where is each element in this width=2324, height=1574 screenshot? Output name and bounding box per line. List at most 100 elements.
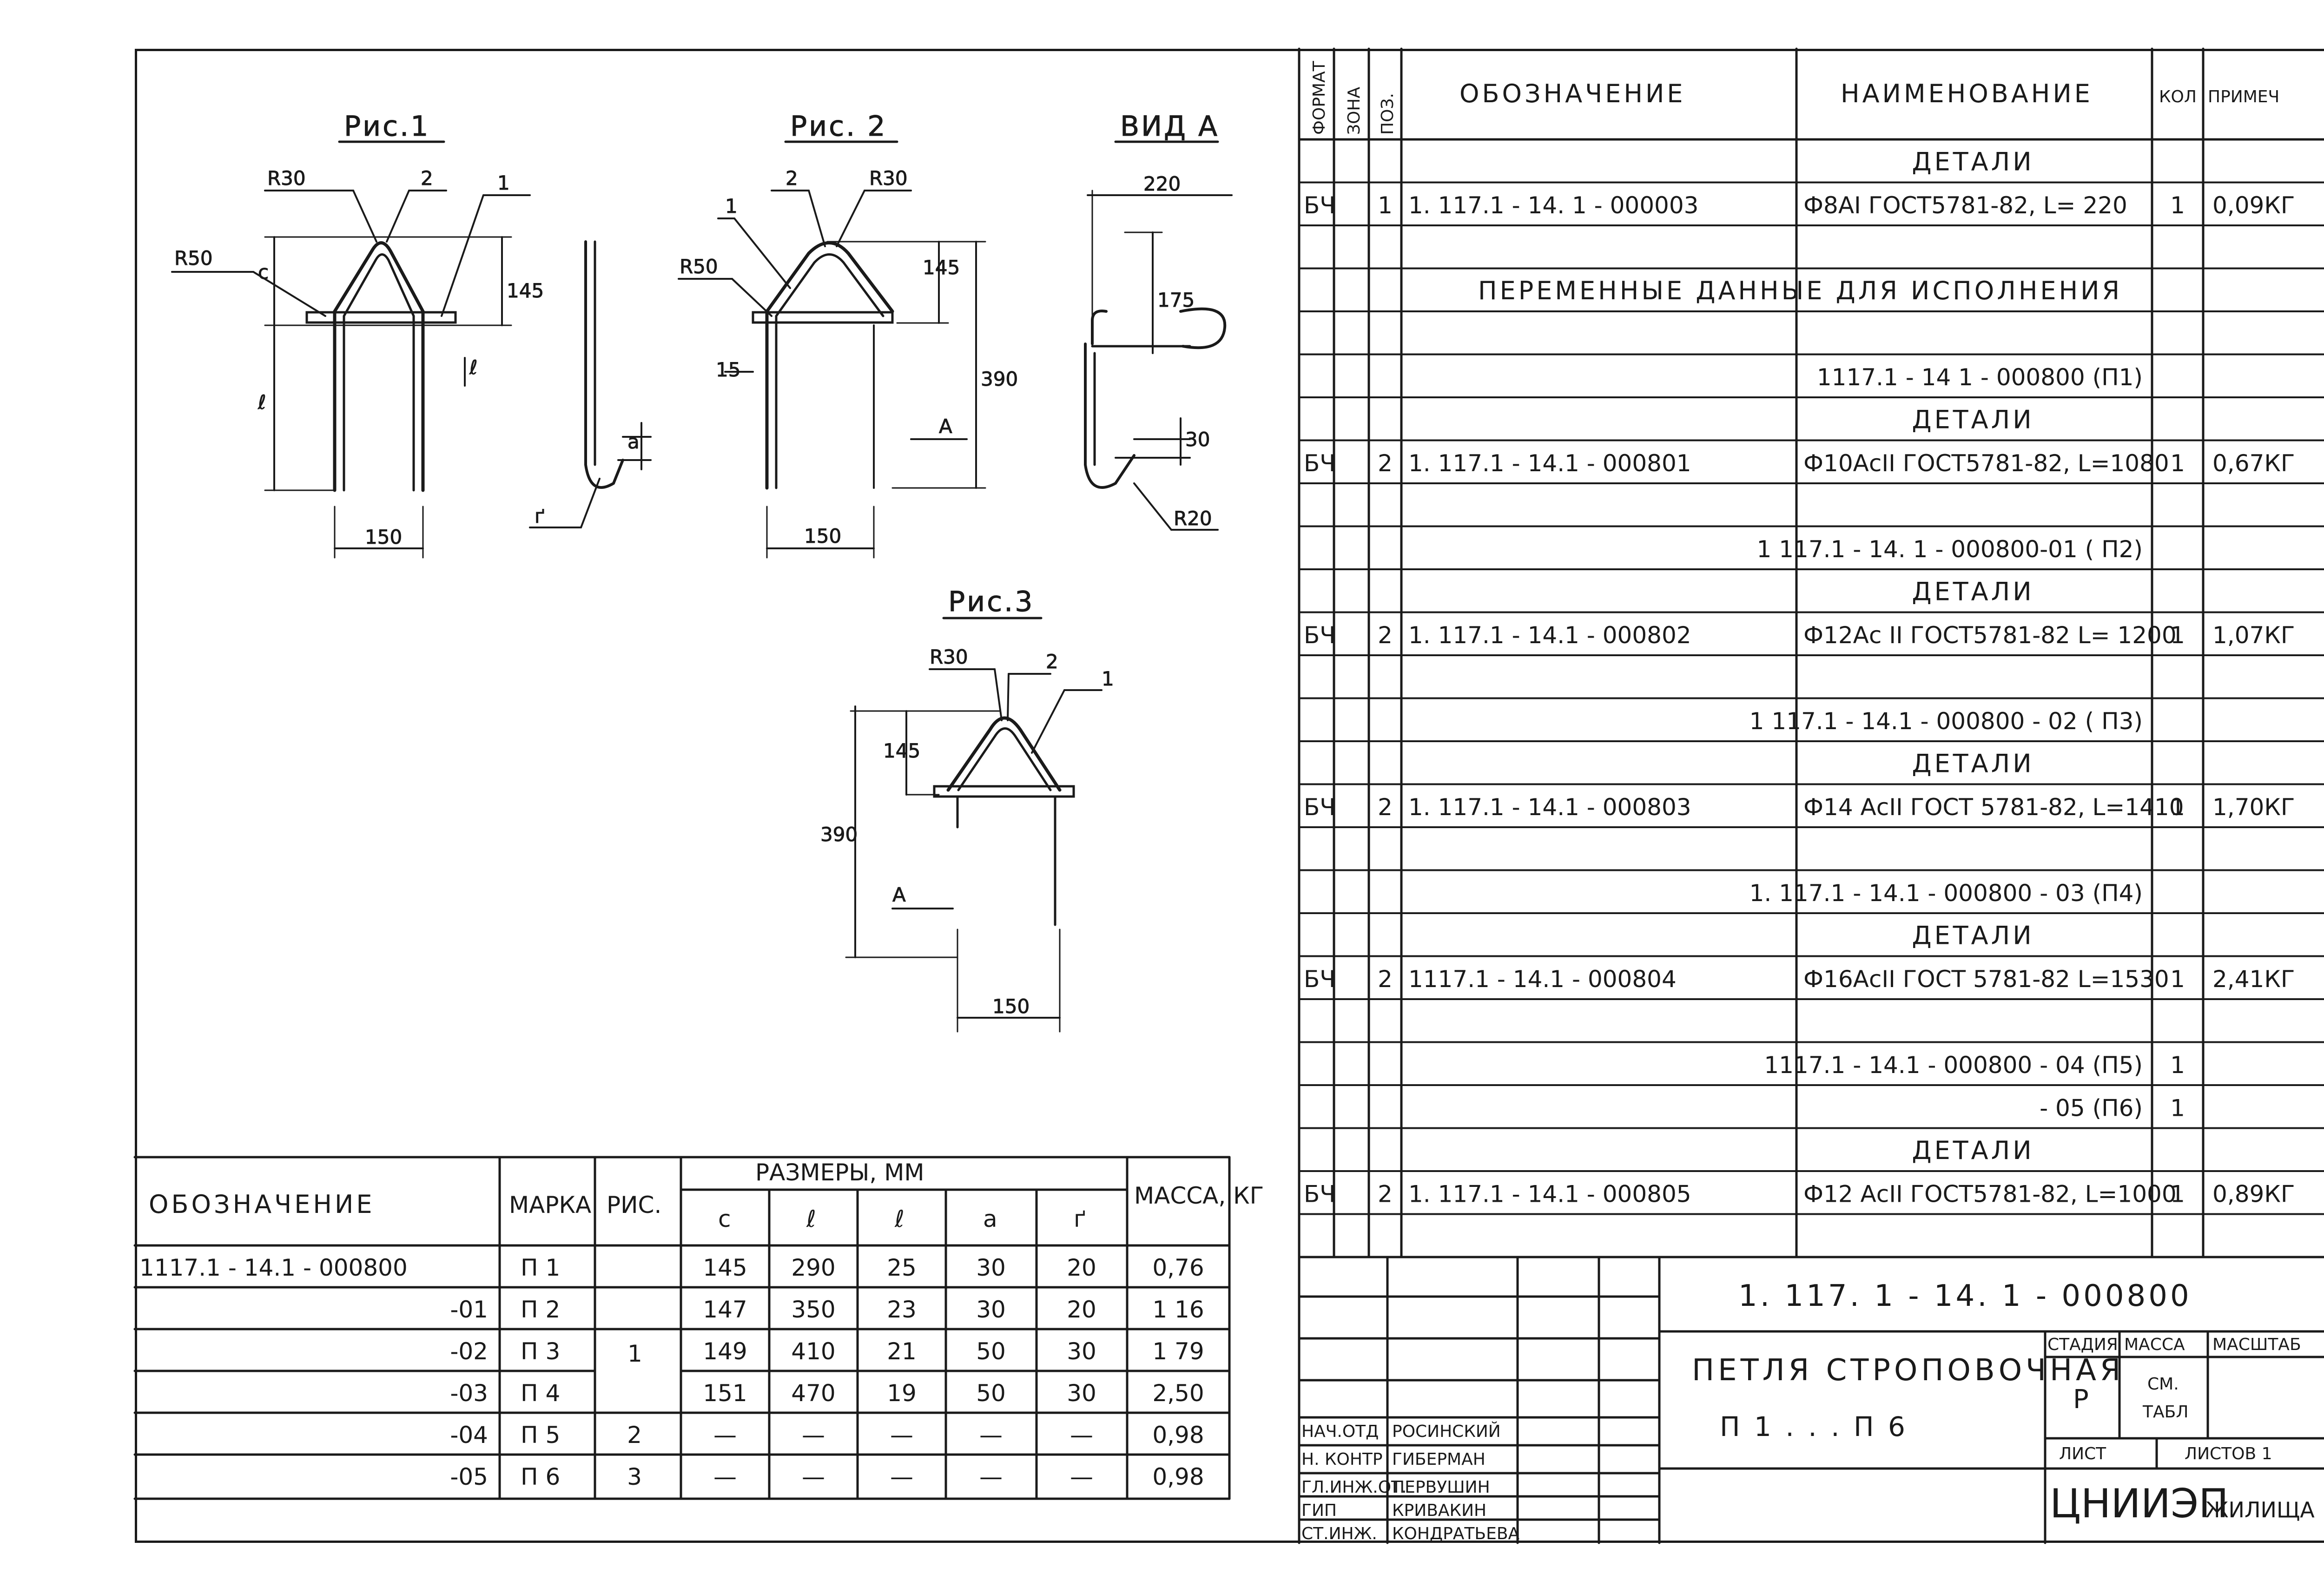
- spec-row-note: 1,07КГ: [2212, 622, 2295, 649]
- signer-role: ГИП: [1301, 1501, 1337, 1520]
- spec-section-label: ДЕТАЛИ: [1912, 405, 2034, 435]
- spec-row-qty: 1: [2170, 622, 2185, 649]
- sheets-label: ЛИСТОВ 1: [2185, 1444, 2272, 1463]
- size-row-mass: 1 79: [1152, 1338, 1204, 1365]
- spec-header-name: НАИМЕНОВАНИЕ: [1841, 79, 2093, 108]
- spec-header-note: ПРИМЕЧ: [2208, 87, 2279, 106]
- size-row-l: 470: [791, 1380, 835, 1407]
- spec-row-designation: 1. 117.1 - 14.1 - 000803: [1408, 794, 1691, 821]
- spec-row-pos: 2: [1378, 622, 1393, 649]
- spec-row-ref: 1. 117.1 - 14.1 - 000800 - 03 (П4): [1750, 880, 2143, 907]
- spec-section-label: ДЕТАЛИ: [1912, 1136, 2034, 1165]
- fig2-150-label: 150: [804, 525, 841, 547]
- spec-row-ref: 1 117.1 - 14. 1 - 000800-01 ( П2): [1757, 536, 2143, 563]
- fig3-pos2-label: 2: [1046, 650, 1058, 673]
- size-row-c: —: [713, 1463, 737, 1490]
- spec-row-note: 0,67КГ: [2212, 450, 2295, 477]
- size-row-a: 30: [976, 1254, 1006, 1281]
- spec-row-format: БЧ: [1304, 192, 1336, 219]
- spec-row-name: Ф12 АсII ГОСТ5781-82, L=1000: [1803, 1181, 2177, 1208]
- title-block: 1. 117. 1 - 14. 1 - 000800 ПЕТЛЯ СТРОПОВ…: [1692, 1279, 2315, 1527]
- stage-value: Р: [2073, 1384, 2089, 1415]
- spec-row-note: 0,09КГ: [2212, 192, 2295, 219]
- size-row-designation: -05: [450, 1463, 488, 1490]
- spec-row-name: Ф10АсII ГОСТ5781-82, L=1080: [1803, 450, 2169, 477]
- spec-row-ref: 1117.1 - 14 1 - 000800 (П1): [1817, 364, 2143, 391]
- view-a-title: ВИД А: [1120, 110, 1219, 143]
- size-row-mass: 0,98: [1152, 1422, 1204, 1449]
- spec-row-name: Ф14 АсII ГОСТ 5781-82, L=1410: [1803, 794, 2184, 821]
- mass-label: МАССА: [2124, 1335, 2185, 1354]
- fig1-c-label: c: [258, 261, 269, 283]
- size-row-a: —: [979, 1463, 1003, 1490]
- size-row-b: —: [890, 1422, 913, 1449]
- signer-name: КРИВАКИН: [1392, 1501, 1486, 1520]
- spec-header-zone: ЗОНА: [1345, 87, 1364, 135]
- size-row-designation: -02: [450, 1338, 488, 1365]
- figure-3: Рис.3 R30 2 1 145 390: [820, 586, 1114, 1033]
- size-row-designation: 1117.1 - 14.1 - 000800: [139, 1254, 408, 1281]
- spec-row-format: БЧ: [1304, 794, 1336, 821]
- fig3-pos1-label: 1: [1102, 667, 1114, 690]
- size-header-mass: МАССА, КГ: [1134, 1182, 1264, 1209]
- spec-row-format: БЧ: [1304, 966, 1336, 993]
- spec-table: [1298, 47, 2324, 1544]
- view-a-30-label: 30: [1185, 428, 1210, 451]
- spec-table-headers: ФОРМАТ ЗОНА ПОЗ. ОБОЗНАЧЕНИЕ НАИМЕНОВАНИ…: [1310, 60, 2279, 135]
- fig1-pos1-label: 1: [497, 171, 510, 194]
- size-row-l: 290: [791, 1254, 835, 1281]
- size-row-l: 410: [791, 1338, 835, 1365]
- spec-row-name: Ф12Ас II ГОСТ5781-82 L= 1200: [1803, 622, 2177, 649]
- size-row-r: —: [1070, 1463, 1093, 1490]
- spec-variant-heading: ПЕРЕМЕННЫЕ ДАННЫЕ ДЛЯ ИСПОЛНЕНИЯ: [1478, 276, 2122, 305]
- fig2-r50-label: R50: [680, 255, 718, 278]
- fig2-r30-label: R30: [869, 167, 908, 190]
- size-row-r: 30: [1067, 1338, 1096, 1365]
- sheet-label: ЛИСТ: [2059, 1444, 2106, 1463]
- size-row-mass: 0,76: [1152, 1254, 1204, 1281]
- spec-row-note: 2,41КГ: [2212, 966, 2295, 993]
- spec-row-name: Ф8АI ГОСТ5781-82, L= 220: [1803, 192, 2127, 219]
- fig2-15-label: 15: [716, 358, 740, 381]
- signer-name: ПЕРВУШИН: [1392, 1478, 1490, 1497]
- spec-row-format: БЧ: [1304, 450, 1336, 477]
- spec-header-format: ФОРМАТ: [1310, 60, 1329, 135]
- fig3-section-label: A: [892, 883, 906, 906]
- size-row-b: —: [890, 1463, 913, 1490]
- spec-row-designation: 1117.1 - 14.1 - 000804: [1408, 966, 1677, 993]
- figure-1-title: Рис.1: [344, 110, 430, 143]
- spec-row-note: 1,70КГ: [2212, 794, 2295, 821]
- size-row-r: 20: [1067, 1296, 1096, 1323]
- size-row-mark: П 3: [521, 1338, 560, 1365]
- view-a-r20-label: R20: [1174, 507, 1212, 530]
- size-row-a: 50: [976, 1338, 1006, 1365]
- fig2-section-label: A: [939, 415, 952, 438]
- fig1-pos2-label: 2: [421, 167, 433, 190]
- spec-section-label: ДЕТАЛИ: [1912, 577, 2034, 606]
- title-block-frame: [1298, 1256, 2324, 1544]
- spec-row-qty: 1: [2170, 966, 2185, 993]
- size-row-l: —: [802, 1422, 825, 1449]
- fig3-r30-label: R30: [930, 645, 968, 668]
- fig3-145-label: 145: [883, 739, 920, 762]
- spec-row-designation: 1. 117.1 - 14. 1 - 000003: [1408, 192, 1699, 219]
- size-row-a: —: [979, 1422, 1003, 1449]
- spec-section-label: ДЕТАЛИ: [1912, 147, 2034, 177]
- fig1-150-label: 150: [365, 526, 402, 548]
- signer-role: ГЛ.ИНЖ.ОТ.: [1301, 1478, 1406, 1497]
- fig1-r-label: ґ: [535, 505, 545, 527]
- size-row-fig: 3: [627, 1463, 642, 1490]
- org-main: ЦНИИЭП: [2050, 1481, 2229, 1527]
- size-header-l: ℓ: [806, 1205, 816, 1232]
- size-row-mass: 1 16: [1152, 1296, 1204, 1323]
- size-row-mass: 2,50: [1152, 1380, 1204, 1407]
- size-header-fig: РИС.: [607, 1192, 661, 1218]
- size-row-fig: 2: [627, 1422, 642, 1449]
- spec-row-ref: - 05 (П6): [2040, 1095, 2143, 1122]
- doc-code: 1. 117. 1 - 14. 1 - 000800: [1738, 1279, 2192, 1313]
- signer-role: СТ.ИНЖ.: [1301, 1524, 1377, 1543]
- fig1-b-label: ℓ: [469, 356, 477, 379]
